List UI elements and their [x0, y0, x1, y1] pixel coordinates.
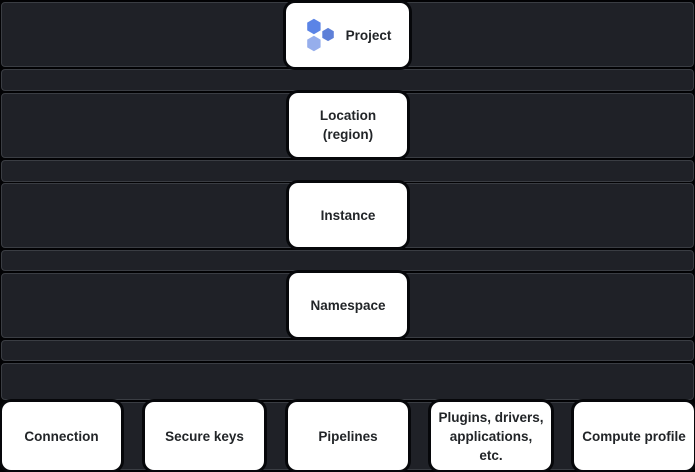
node-project: Project [286, 3, 409, 67]
node-plugins-drivers-applications-label: Plugins, drivers, applications, etc. [438, 409, 544, 463]
node-namespace-label: Namespace [310, 297, 386, 313]
node-pipelines: Pipelines [288, 402, 408, 470]
node-connection-label: Connection [24, 428, 99, 444]
node-secure-keys-label: Secure keys [165, 428, 244, 444]
node-project-label: Project [345, 27, 392, 43]
band-gap-namespace-resources [1, 340, 694, 361]
node-compute-profile-label: Compute profile [582, 428, 686, 444]
band-gap-instance-namespace [1, 250, 694, 271]
node-location: Location (region) [289, 93, 407, 157]
band-resources-upper [1, 363, 694, 400]
node-location-label: Location (region) [319, 108, 377, 142]
node-pipelines-label: Pipelines [318, 428, 378, 444]
node-namespace: Namespace [289, 273, 407, 337]
band-gap-location-instance [1, 160, 694, 182]
node-compute-profile: Compute profile [574, 402, 694, 470]
node-instance: Instance [289, 183, 407, 247]
node-connection: Connection [2, 402, 121, 470]
node-secure-keys: Secure keys [145, 402, 264, 470]
project-hexagons-icon [306, 18, 334, 52]
band-gap-project-location [1, 69, 694, 91]
node-plugins-drivers-applications: Plugins, drivers, applications, etc. [431, 402, 551, 470]
node-instance-label: Instance [320, 207, 376, 223]
